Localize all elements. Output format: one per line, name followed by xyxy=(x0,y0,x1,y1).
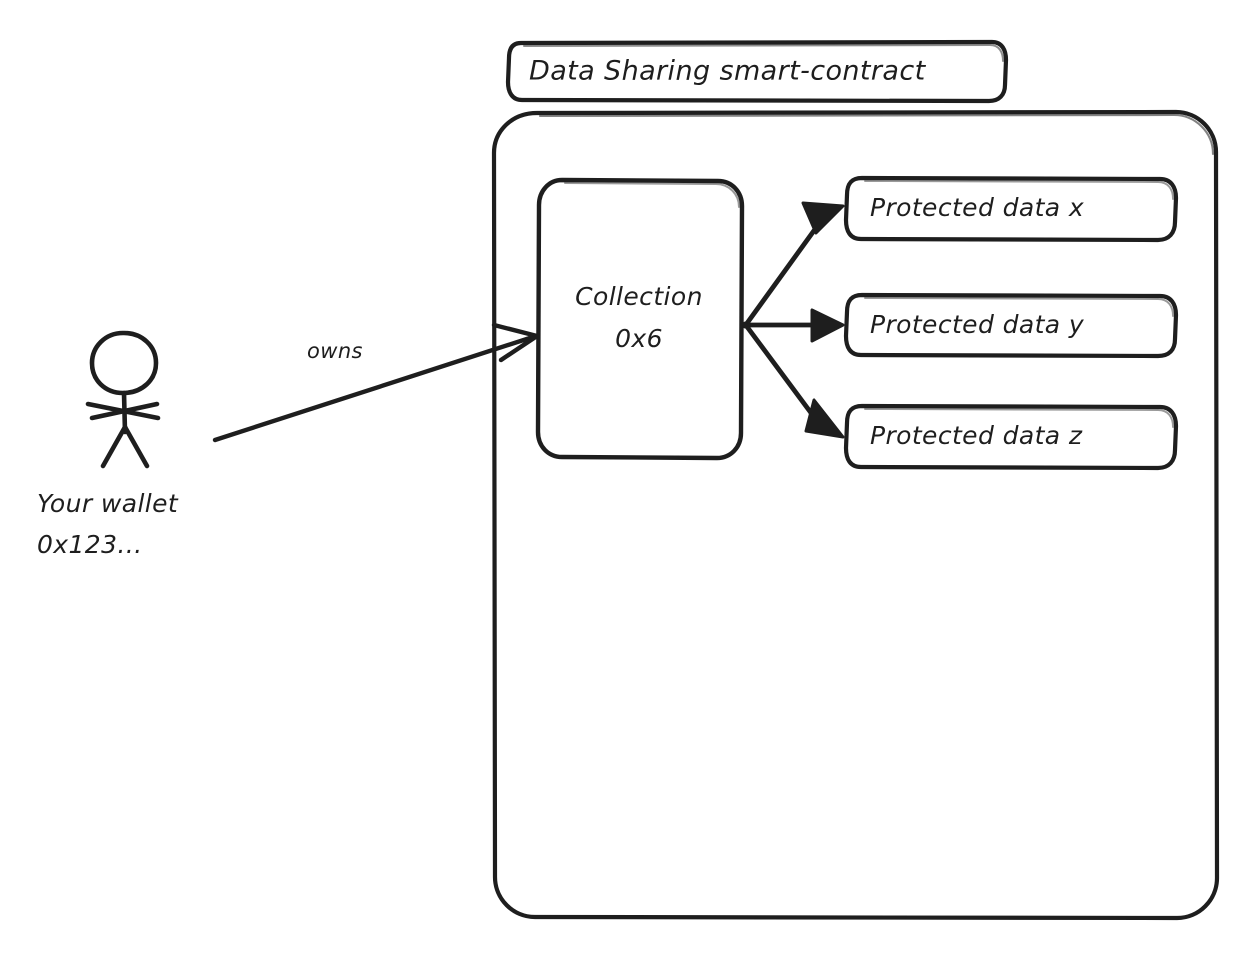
protected-data-label-x: Protected data x xyxy=(870,193,1084,222)
protected-data-node-x[interactable]: Protected data x xyxy=(843,175,1179,243)
arrow-collection-to-data-z xyxy=(742,321,845,439)
protected-data-label-z: Protected data z xyxy=(870,421,1083,450)
collection-node-line1: Collection xyxy=(575,282,703,311)
protected-data-label-y: Protected data y xyxy=(870,310,1085,339)
collection-node-line2: 0x6 xyxy=(615,324,663,353)
arrow-collection-to-data-x xyxy=(742,201,845,329)
protected-data-node-z[interactable]: Protected data z xyxy=(843,403,1179,471)
owns-arrow[interactable]: owns xyxy=(212,322,540,443)
actor-caption-line2: 0x123... xyxy=(37,530,142,559)
protected-data-node-y[interactable]: Protected data y xyxy=(843,292,1179,359)
stick-figure-icon[interactable] xyxy=(85,330,161,469)
collection-node[interactable]: Collection 0x6 xyxy=(535,177,745,461)
actor-caption-line1: Your wallet xyxy=(37,489,179,518)
actor-caption: Your wallet 0x123... xyxy=(37,489,179,559)
arrow-collection-to-data-y xyxy=(742,308,845,343)
title-box[interactable]: Data Sharing smart-contract xyxy=(505,39,1009,104)
title-label: Data Sharing smart-contract xyxy=(529,56,927,87)
owns-label: owns xyxy=(307,339,363,363)
